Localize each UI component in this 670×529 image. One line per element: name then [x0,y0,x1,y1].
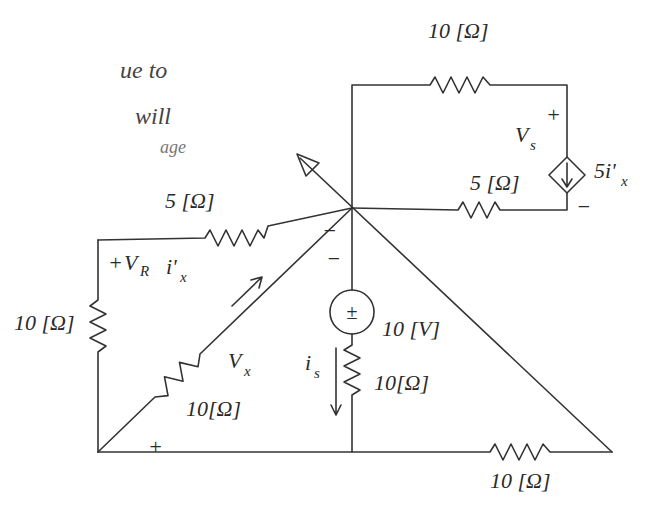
source-arrow [562,163,572,187]
current-arrow [331,348,341,415]
circuit-label: 10 [Ω] [490,470,551,492]
circuit-label: V [515,124,528,146]
circuit-label: x [180,270,187,285]
circuit-label: will [135,104,171,128]
resistor-symbol [344,334,360,452]
circuit-label: 10 [Ω] [428,20,489,42]
circuit-label: s [314,366,320,381]
circuit-label: + [546,104,561,126]
resistor-symbol [352,77,567,208]
resistor-symbol [98,208,352,452]
resistor-symbol [98,444,612,460]
current-arrow [232,277,262,306]
circuit-label: 10 [V] [382,318,440,340]
circuit-label: − [326,248,341,270]
circuit-label: − [576,196,591,218]
circuit-label: x [621,174,628,189]
circuit-label: R [140,264,149,279]
circuit-label: 5 [Ω] [165,190,215,212]
circuit-label: V [124,252,137,274]
dependent-source [549,157,585,193]
circuit-label: 10[Ω] [374,372,429,394]
circuit-label: i [305,352,311,374]
circuit-label: x [244,364,251,379]
arrowhead [297,154,319,176]
circuit-label: 10 [Ω] [14,312,75,334]
circuit-label: age [160,138,186,156]
circuit-label: − [322,220,337,242]
resistor-symbol [98,208,352,246]
wire [300,158,612,452]
circuit-label: 5 [Ω] [470,172,520,194]
circuit-label: ± [347,302,358,322]
circuit-label: i' [166,256,177,278]
circuit-label: 10[Ω] [186,398,241,420]
circuit-label: V [228,350,241,372]
resistor-symbol [90,240,106,452]
circuit-label: 5i' [594,160,616,182]
circuit-label: s [530,138,536,153]
resistor-symbol [352,193,567,218]
circuit-label: + [108,252,123,274]
voltage-source [330,290,374,334]
circuit-label: ue to [120,58,167,82]
wire [351,208,353,290]
circuit-label: + [148,436,163,458]
